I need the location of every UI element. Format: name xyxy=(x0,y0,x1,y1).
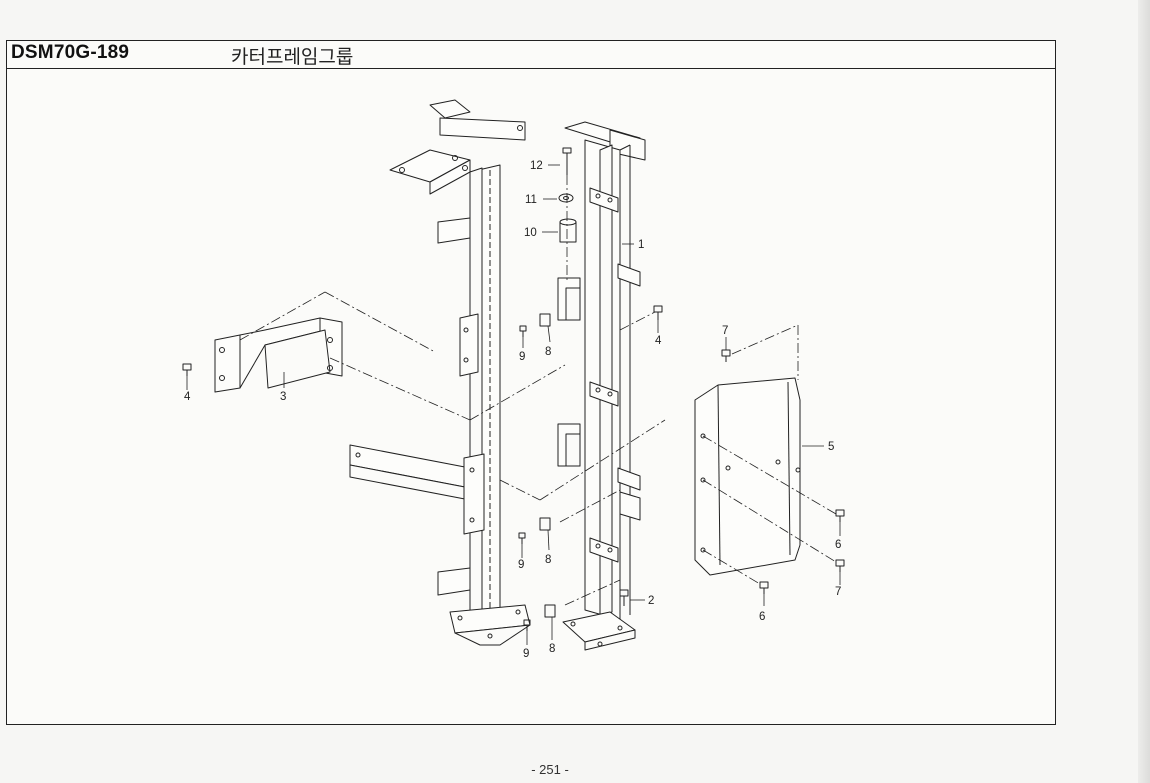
leader-lines xyxy=(186,164,841,645)
callout-4: 4 xyxy=(184,391,191,403)
callout-11: 11 xyxy=(525,194,537,206)
callout-8: 8 xyxy=(545,554,551,566)
title-bar: DSM70G-189 카터프레임그룹 xyxy=(7,41,1055,69)
page-number: - 251 - xyxy=(531,762,569,777)
hardware-pieces xyxy=(182,147,845,631)
callout-1: 1 xyxy=(638,239,644,251)
callout-2: 2 xyxy=(648,595,654,607)
part-1-main-column xyxy=(557,121,646,651)
callout-9: 9 xyxy=(519,351,525,363)
callout-7: 7 xyxy=(722,325,728,337)
callout-10: 10 xyxy=(524,227,537,239)
drawing-frame: DSM70G-189 카터프레임그룹 xyxy=(6,40,1056,725)
callout-7: 7 xyxy=(835,586,841,598)
callout-6: 6 xyxy=(835,539,841,551)
left-frame-column xyxy=(349,99,531,646)
page-edge-shadow xyxy=(1138,0,1150,783)
callout-3: 3 xyxy=(280,391,286,403)
callout-5: 5 xyxy=(828,441,834,453)
callout-labels: 12 11 10 1 3 4 4 7 5 6 7 6 2 8 9 8 9 8 9 xyxy=(184,160,841,660)
part-5-cover-plate xyxy=(694,377,801,576)
callout-12: 12 xyxy=(530,160,543,172)
callout-6: 6 xyxy=(759,611,765,623)
callout-9: 9 xyxy=(523,648,529,660)
callout-8: 8 xyxy=(549,643,555,655)
assembly-lines xyxy=(239,175,837,606)
callout-9: 9 xyxy=(518,559,524,571)
callout-8: 8 xyxy=(545,346,551,358)
callout-4: 4 xyxy=(655,335,662,347)
group-title: 카터프레임그룹 xyxy=(231,46,354,68)
part-3-side-bracket xyxy=(214,317,343,393)
model-code: DSM70G-189 xyxy=(11,42,130,63)
